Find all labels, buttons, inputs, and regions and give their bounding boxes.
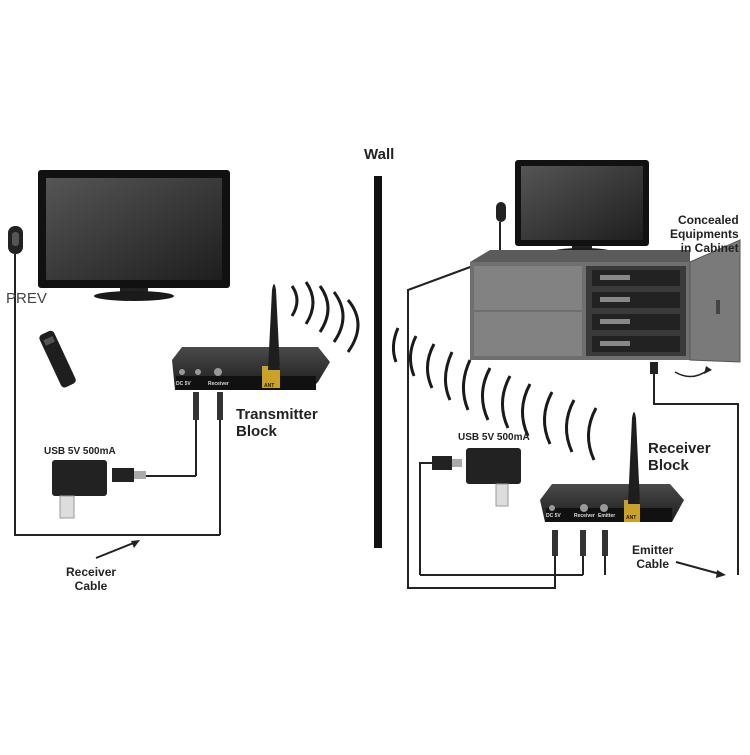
emitter-cable-arrow: [675, 561, 726, 578]
remote-control-icon: [39, 330, 76, 388]
rx-port-emitter: Emitter: [598, 513, 616, 519]
tx-port-receiver: Receiver: [208, 381, 229, 387]
prev-label: PREV: [6, 290, 47, 307]
usb-left-label: USB 5V 500mA: [44, 446, 116, 457]
rx-port-receiver: Receiver: [574, 513, 595, 519]
left-signal-waves: [290, 281, 360, 353]
tx-port-ant: ANT: [264, 383, 275, 389]
right-ir-sensor: [407, 202, 556, 589]
transmitter-block-label: Transmitter Block: [236, 406, 318, 441]
transmitter-device: [172, 284, 330, 535]
concealed-equipment-label: Concealed Equipments in Cabinet: [670, 213, 739, 255]
wall: [374, 176, 382, 548]
right-tv: [515, 160, 649, 256]
left-usb-adapter: [52, 460, 196, 519]
equipment-cabinet: [470, 239, 741, 575]
left-tv: [38, 170, 230, 301]
left-receiver-cable: [14, 268, 220, 559]
emitter-cable-label: Emitter Cable: [632, 543, 674, 571]
rx-port-dc: DC 5V: [546, 513, 561, 519]
rx-port-ant: ANT: [626, 515, 637, 521]
tx-port-dc: DC 5V: [176, 381, 191, 387]
right-signal-waves: [391, 327, 598, 461]
receiver-block-label: Receiver Block: [648, 440, 711, 475]
usb-right-label: USB 5V 500mA: [458, 432, 530, 443]
right-usb-adapter: [419, 448, 521, 575]
receiver-device: [420, 412, 684, 588]
left-ir-sensor: [8, 226, 23, 268]
wall-label: Wall: [364, 146, 395, 163]
receiver-cable-label: Receiver Cable: [66, 565, 117, 593]
